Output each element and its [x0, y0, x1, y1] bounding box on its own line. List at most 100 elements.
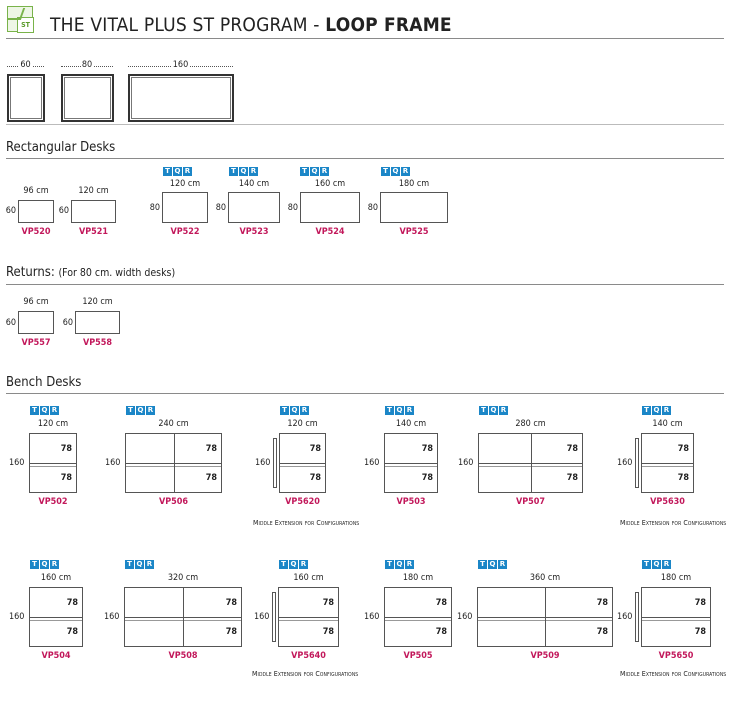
frame-label-160: 160: [171, 60, 190, 70]
bench-split: [183, 588, 184, 646]
desk-width-label: 360 cm: [529, 573, 561, 583]
extension-panel: [273, 438, 277, 488]
desk-depth-label: 80: [287, 203, 298, 213]
header-rule: [6, 38, 724, 39]
seat-label: 78: [435, 598, 447, 608]
middle-extension-note: Middle Extension for Configurations: [253, 519, 360, 527]
desk-shape: [75, 311, 120, 334]
product-code: VP504: [41, 651, 71, 661]
title-bold: LOOP FRAME: [325, 14, 452, 36]
product-code: VP558: [82, 338, 113, 348]
bench-desk-shape: 78 78: [641, 587, 711, 647]
seat-label: 78: [566, 473, 578, 483]
desk-depth-label: 80: [215, 203, 226, 213]
bench-divider: [280, 463, 325, 467]
desk-width-label: 140 cm: [238, 179, 270, 189]
desk-depth-label: 160: [105, 458, 121, 468]
desk-depth-label: 60: [62, 318, 73, 328]
seat-label: 78: [205, 444, 217, 454]
frame-60: [7, 74, 45, 122]
desk-width-label: 96 cm: [23, 297, 49, 307]
desk-shape: [18, 311, 54, 334]
desk-shape: [18, 200, 54, 223]
desk-width-label: 240 cm: [158, 419, 189, 429]
product-code: VP509: [530, 651, 560, 661]
section-returns: Returns: (For 80 cm. width desks): [6, 265, 175, 280]
desk-width-label: 140 cm: [395, 419, 427, 429]
section-rectangular-desks: Rectangular Desks: [6, 140, 116, 155]
logo-badge: ST: [17, 17, 34, 33]
middle-extension-note: Middle Extension for Configurations: [620, 519, 727, 527]
desk-depth-label: 160: [9, 458, 25, 468]
returns-heading: Returns:: [6, 265, 55, 280]
product-code: VP507: [515, 497, 546, 507]
product-code: VP5650: [658, 651, 694, 661]
frame-160: [128, 74, 234, 122]
product-code: VP5630: [650, 497, 685, 507]
desk-depth-label: 60: [58, 206, 69, 216]
desk-depth-label: 160: [255, 458, 271, 468]
bench-desk-shape: 78 78: [125, 433, 222, 493]
seat-label: 78: [677, 444, 689, 454]
desk-depth-label: 160: [104, 612, 120, 622]
product-code: VP557: [21, 338, 51, 348]
desk-shape: [380, 192, 448, 223]
desk-width-label: 180 cm: [402, 573, 434, 583]
seat-label: 78: [225, 598, 237, 608]
product-code: VP524: [315, 227, 345, 237]
desk-width-label: 160 cm: [314, 179, 346, 189]
returns-note: (For 80 cm. width desks): [58, 267, 176, 279]
product-code: VP525: [399, 227, 429, 237]
seat-label: 78: [694, 627, 706, 637]
desk-width-label: 120 cm: [37, 419, 69, 429]
bench-desk-shape: 78 78: [641, 433, 694, 493]
seat-label: 78: [694, 598, 706, 608]
desk-width-label: 120 cm: [169, 179, 201, 189]
desk-width-label: 180 cm: [398, 179, 430, 189]
extension-panel: [635, 438, 639, 488]
frame-label-60: 60: [19, 60, 32, 70]
logo-text: ST: [21, 21, 30, 29]
desk-width-label: 160 cm: [293, 573, 324, 583]
bench-divider: [642, 617, 710, 621]
seat-label: 78: [60, 473, 72, 483]
product-code: VP5620: [285, 497, 320, 507]
desk-width-label: 120 cm: [82, 297, 113, 307]
seat-label: 78: [677, 473, 689, 483]
desk-shape: [228, 192, 280, 223]
desk-depth-label: 80: [149, 203, 160, 213]
bench-divider: [30, 463, 76, 467]
seat-label: 78: [205, 473, 217, 483]
seat-label: 78: [66, 598, 78, 608]
seat-label: 78: [66, 627, 78, 637]
seat-label: 78: [421, 473, 433, 483]
desk-depth-label: 160: [458, 458, 474, 468]
desk-shape: [162, 192, 208, 223]
frame-80: [61, 74, 114, 122]
product-code: VP502: [38, 497, 68, 507]
product-code: VP521: [78, 227, 109, 237]
bench-divider: [642, 463, 693, 467]
desk-shape: [300, 192, 360, 223]
desk-width-label: 280 cm: [515, 419, 546, 429]
bench-divider: [385, 463, 437, 467]
